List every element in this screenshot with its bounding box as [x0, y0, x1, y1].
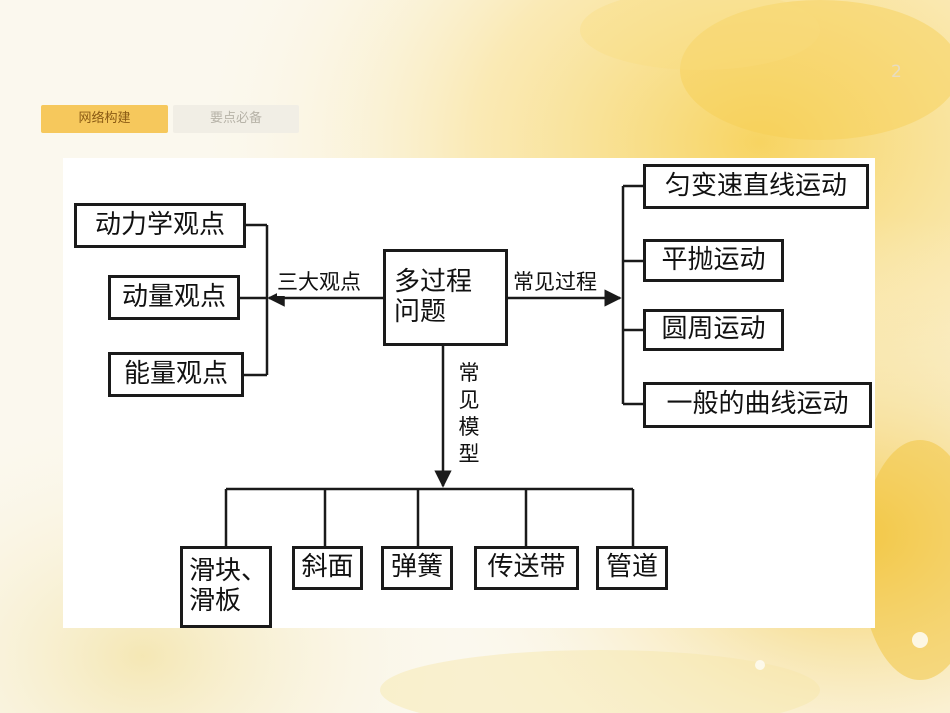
left-node-momentum: 动量观点	[108, 275, 240, 320]
right-node-circular: 圆周运动	[643, 309, 784, 351]
bottom-node-slider: 滑块、 滑板	[180, 546, 272, 628]
left-branch-label: 三大观点	[277, 266, 361, 296]
bottom-node-pipe: 管道	[596, 546, 668, 590]
right-node-curvilinear: 一般的曲线运动	[643, 382, 872, 428]
center-node: 多过程 问题	[383, 249, 508, 346]
right-branch-label: 常见过程	[513, 266, 597, 296]
bottom-node-spring: 弹簧	[381, 546, 453, 590]
center-node-line: 问题	[394, 296, 447, 327]
tab-network-construction[interactable]: 网络构建	[41, 105, 168, 133]
bottom-branch-label: 常见模型	[456, 360, 482, 468]
diagram-connectors	[224, 184, 643, 546]
concept-diagram: 多过程 问题 三大观点 常见过程 常见模型 动力学观点 动量观点 能量观点 匀变…	[63, 158, 875, 628]
center-node-line: 多过程	[394, 266, 473, 297]
right-node-projectile: 平抛运动	[643, 239, 784, 282]
bottom-node-slider-line: 滑块、	[189, 556, 268, 587]
bottom-node-incline: 斜面	[292, 546, 363, 590]
page-number: 2	[891, 62, 902, 82]
right-node-uniform-accel: 匀变速直线运动	[643, 164, 869, 209]
left-node-energy: 能量观点	[108, 352, 244, 397]
bottom-node-slider-line: 滑板	[189, 586, 242, 616]
tab-key-points[interactable]: 要点必备	[173, 105, 299, 133]
bottom-node-conveyor: 传送带	[474, 546, 579, 590]
left-node-dynamics: 动力学观点	[74, 203, 246, 248]
